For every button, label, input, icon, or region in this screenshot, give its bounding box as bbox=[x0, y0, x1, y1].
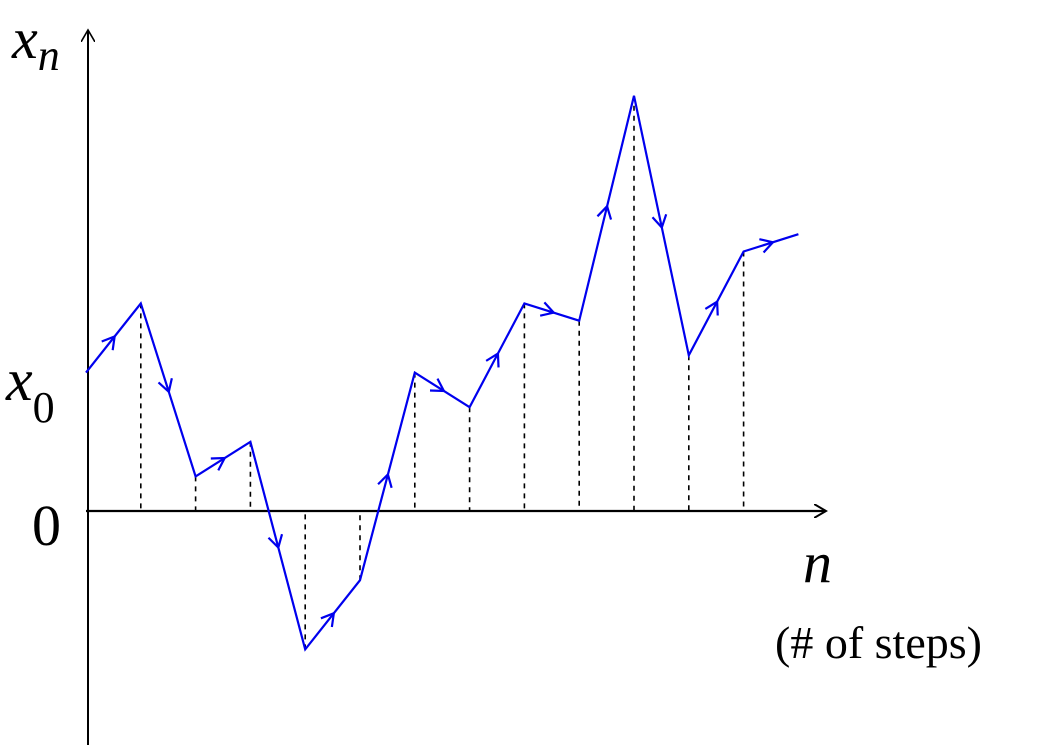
step-direction-arrow bbox=[320, 611, 336, 628]
y-axis-variable: x bbox=[11, 6, 38, 71]
x-axis-caption: (# of steps) bbox=[775, 617, 982, 668]
start-variable: x bbox=[5, 347, 33, 413]
step-direction-arrow bbox=[485, 351, 500, 368]
step-direction-arrow bbox=[704, 299, 719, 316]
zero-label: 0 bbox=[32, 493, 61, 558]
step-guide-lines bbox=[140, 95, 745, 650]
x-axis-label: n bbox=[803, 530, 832, 595]
y-axis-subscript: n bbox=[38, 31, 60, 80]
step-direction-arrow bbox=[596, 204, 613, 220]
step-direction-arrow bbox=[101, 334, 116, 351]
step-direction-arrow bbox=[267, 533, 284, 550]
walk-line bbox=[85, 95, 799, 652]
step-direction-arrow bbox=[157, 378, 173, 394]
step-direction-arrow bbox=[759, 238, 775, 254]
y-axis-label: xn bbox=[11, 6, 60, 80]
start-subscript: 0 bbox=[33, 383, 55, 432]
start-value-label: x0 bbox=[5, 347, 55, 432]
random-walk-path bbox=[85, 95, 799, 652]
step-direction-arrow bbox=[429, 378, 446, 393]
step-direction-arrow bbox=[210, 456, 227, 471]
step-direction-arrow bbox=[651, 213, 668, 230]
step-direction-arrow bbox=[377, 472, 393, 489]
step-direction-arrow bbox=[539, 301, 556, 317]
